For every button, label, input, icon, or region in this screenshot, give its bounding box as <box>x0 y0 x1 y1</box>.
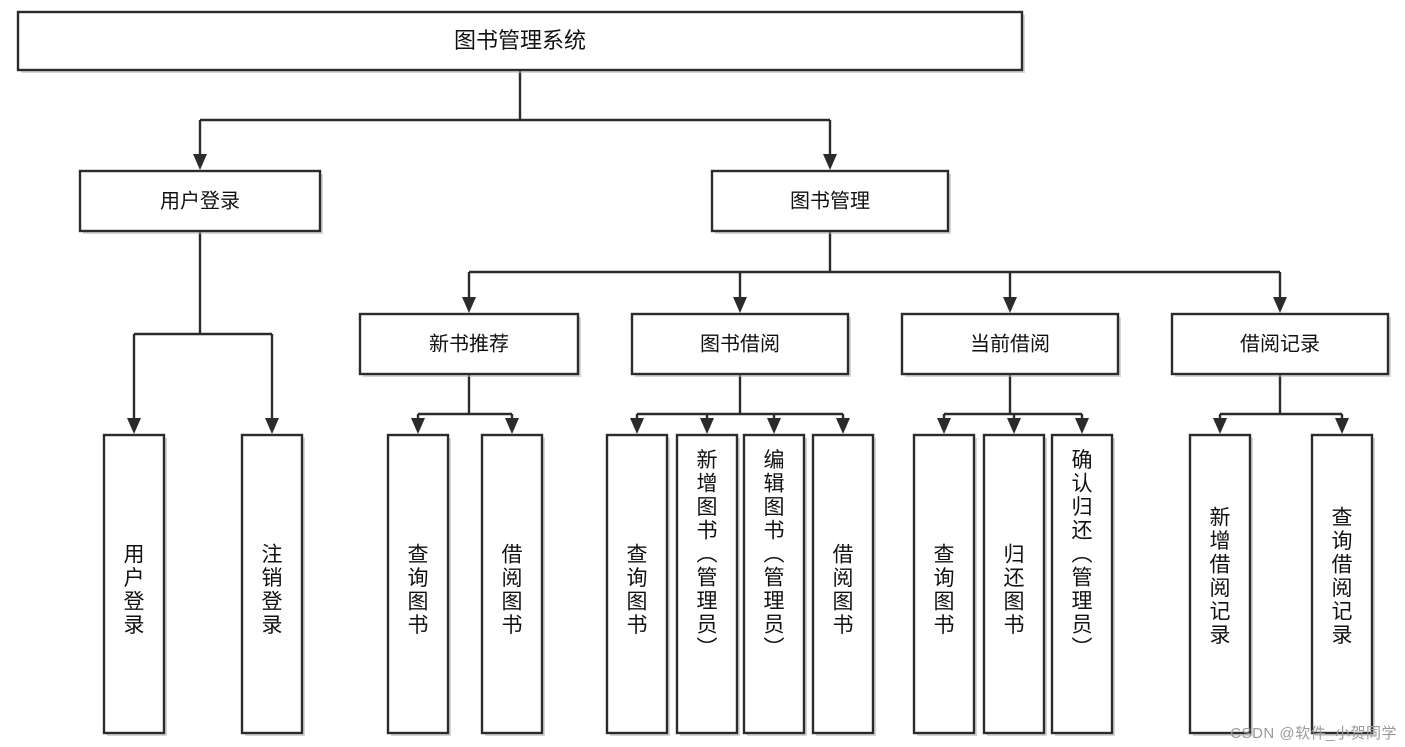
node-box[interactable] <box>240 433 304 735</box>
node-level2-借阅记录[interactable]: 借阅记录 <box>1170 312 1391 377</box>
node-label: 归还图书 <box>1004 543 1025 637</box>
node-box[interactable] <box>480 433 544 735</box>
node-label: 新增图书︵管理员︶ <box>697 449 718 660</box>
node-label: 确认归还︵管理员︶ <box>1072 449 1093 660</box>
arrow-head-icon <box>937 418 951 434</box>
node-box[interactable] <box>811 433 875 735</box>
node-label: 当前借阅 <box>970 332 1050 355</box>
arrow-head-icon <box>1213 418 1227 434</box>
node-label: 查询借阅记录 <box>1332 506 1353 647</box>
node-label: 借阅图书 <box>833 543 854 637</box>
node-leaf-5-新增图书（管理员）[interactable]: 新增图书︵管理员︶ <box>675 433 740 736</box>
node-leaf-9-归还图书[interactable]: 归还图书 <box>982 433 1047 736</box>
arrow-head-icon <box>411 418 425 434</box>
node-box[interactable] <box>742 433 806 735</box>
node-leaf-4-查询图书[interactable]: 查询图书 <box>605 433 670 736</box>
arrow-head-icon <box>1335 418 1349 434</box>
node-label: 新增借阅记录 <box>1210 506 1231 647</box>
node-level1-图书管理[interactable]: 图书管理 <box>710 169 951 234</box>
node-leaf-10-确认归还（管理员）[interactable]: 确认归还︵管理员︶ <box>1050 433 1115 736</box>
node-leaf-6-编辑图书（管理员）[interactable]: 编辑图书︵管理员︶ <box>742 433 807 736</box>
node-label: 查询图书 <box>934 543 955 637</box>
node-leaf-0-用户登录[interactable]: 用户登录 <box>102 433 167 736</box>
arrow-head-icon <box>265 418 279 434</box>
node-label: 查询图书 <box>408 543 429 637</box>
node-box[interactable] <box>630 312 850 376</box>
node-leaf-3-借阅图书[interactable]: 借阅图书 <box>480 433 545 736</box>
node-box[interactable] <box>982 433 1046 735</box>
node-leaf-1-注销登录[interactable]: 注销登录 <box>240 433 305 736</box>
node-leaf-8-查询图书[interactable]: 查询图书 <box>912 433 977 736</box>
node-box[interactable] <box>358 312 580 376</box>
node-box[interactable] <box>605 433 669 735</box>
node-leaf-7-借阅图书[interactable]: 借阅图书 <box>811 433 876 736</box>
arrow-head-icon <box>823 154 837 170</box>
node-label: 图书借阅 <box>700 332 780 355</box>
node-box[interactable] <box>900 312 1120 376</box>
arrow-head-icon <box>630 418 644 434</box>
arrow-head-icon <box>193 154 207 170</box>
arrow-head-icon <box>1075 418 1089 434</box>
node-level1-用户登录[interactable]: 用户登录 <box>78 169 323 234</box>
node-root-图书管理系统[interactable]: 图书管理系统 <box>16 10 1025 73</box>
node-label: 用户登录 <box>160 189 240 212</box>
csdn-watermark: CSDN @软件_小贺同学 <box>1230 725 1397 742</box>
node-label: 借阅记录 <box>1240 332 1320 355</box>
node-box[interactable] <box>675 433 739 735</box>
node-level2-图书借阅[interactable]: 图书借阅 <box>630 312 851 377</box>
arrow-head-icon <box>1007 418 1021 434</box>
node-leaf-2-查询图书[interactable]: 查询图书 <box>386 433 451 736</box>
node-label: 新书推荐 <box>429 332 509 355</box>
arrow-head-icon <box>462 297 476 313</box>
arrow-head-icon <box>733 297 747 313</box>
arrow-head-icon <box>700 418 714 434</box>
node-box[interactable] <box>16 10 1024 72</box>
node-box[interactable] <box>1188 433 1252 735</box>
node-box[interactable] <box>78 169 322 233</box>
node-box[interactable] <box>1050 433 1114 735</box>
node-box[interactable] <box>912 433 976 735</box>
node-label: 查询图书 <box>627 543 648 637</box>
connector-layer <box>127 70 1349 434</box>
arrow-head-icon <box>767 418 781 434</box>
node-box[interactable] <box>386 433 450 735</box>
arrow-head-icon <box>127 418 141 434</box>
node-label: 用户登录 <box>124 543 145 637</box>
node-box[interactable] <box>102 433 166 735</box>
node-label: 图书管理 <box>790 189 870 212</box>
arrow-head-icon <box>1003 297 1017 313</box>
node-label: 图书管理系统 <box>454 28 586 53</box>
node-label: 借阅图书 <box>502 543 523 637</box>
node-level2-当前借阅[interactable]: 当前借阅 <box>900 312 1121 377</box>
node-label: 注销登录 <box>262 543 283 637</box>
arrow-head-icon <box>1273 297 1287 313</box>
node-level2-新书推荐[interactable]: 新书推荐 <box>358 312 581 377</box>
node-box[interactable] <box>1170 312 1390 376</box>
node-leaf-12-查询借阅记录[interactable]: 查询借阅记录 <box>1310 433 1375 736</box>
node-box[interactable] <box>710 169 950 233</box>
node-label: 编辑图书︵管理员︶ <box>764 449 785 660</box>
node-box[interactable] <box>1310 433 1374 735</box>
node-layer: 图书管理系统用户登录图书管理新书推荐图书借阅当前借阅借阅记录用户登录注销登录查询… <box>16 10 1391 736</box>
node-leaf-11-新增借阅记录[interactable]: 新增借阅记录 <box>1188 433 1253 736</box>
arrow-head-icon <box>505 418 519 434</box>
arrow-head-icon <box>836 418 850 434</box>
